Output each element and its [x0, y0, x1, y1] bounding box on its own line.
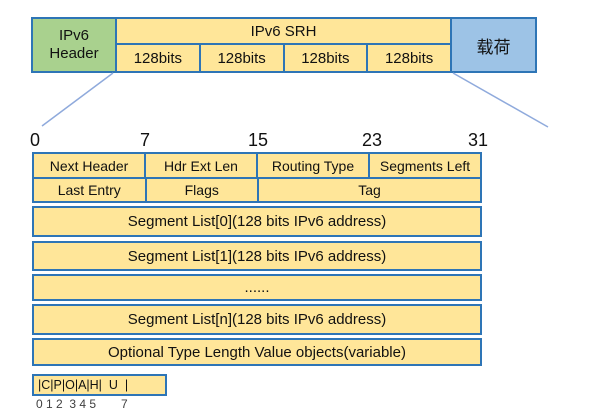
- packet-segment-ipv6-header: IPv6 Header: [33, 19, 117, 71]
- optional-tlv-row: Optional Type Length Value objects(varia…: [32, 338, 482, 366]
- srh-128bit-cells: 128bits 128bits 128bits 128bits: [117, 45, 450, 71]
- segment-list-ellipsis-row: ......: [32, 274, 482, 301]
- srh-cell-0: 128bits: [117, 45, 199, 71]
- ipv6-header-label-line1: IPv6: [58, 27, 89, 44]
- bit-tick-7: 7: [139, 130, 151, 150]
- srh-cell-1: 128bits: [198, 45, 283, 71]
- flags-bit-numbers-right: 7: [121, 397, 128, 411]
- field-routing-type: Routing Type: [256, 154, 368, 177]
- field-last-entry: Last Entry: [57, 182, 121, 198]
- field-row-1: Next Header Hdr Ext Len Routing Type Seg…: [32, 152, 482, 179]
- connector-line-right: [452, 72, 549, 128]
- bit-tick-31: 31: [467, 130, 489, 150]
- field-flags: Flags: [144, 179, 258, 201]
- field-row-2: Last Entry Flags Tag: [32, 177, 482, 203]
- packet-segment-srh: IPv6 SRH 128bits 128bits 128bits 128bits: [117, 19, 450, 71]
- connector-line-left: [41, 72, 114, 127]
- srh-cell-3: 128bits: [366, 45, 450, 71]
- field-hdr-ext-len: Hdr Ext Len: [144, 154, 256, 177]
- flags-bit-numbers: 0 1 2 3 4 5 7: [36, 397, 128, 411]
- packet-segment-payload: 载荷: [450, 19, 535, 71]
- segment-list-1-row: Segment List[1](128 bits IPv6 address): [32, 241, 482, 271]
- field-next-header: Next Header: [49, 157, 129, 174]
- srh-cell-2: 128bits: [282, 45, 367, 71]
- bit-tick-23: 23: [361, 130, 383, 150]
- field-segments-left: Segments Left: [368, 154, 480, 177]
- flags-bit-numbers-left: 0 1 2 3 4 5: [36, 397, 97, 411]
- bit-tick-15: 15: [247, 130, 269, 150]
- payload-label: 载荷: [476, 37, 511, 57]
- segment-list-n-row: Segment List[n](128 bits IPv6 address): [32, 304, 482, 335]
- packet-bar: IPv6 Header IPv6 SRH 128bits 128bits 128…: [31, 17, 537, 73]
- flags-bit-box: |C|P|O|A|H| U |: [32, 374, 167, 396]
- ipv6-header-label-line2: Header: [49, 45, 99, 62]
- bit-tick-0: 0: [29, 130, 41, 150]
- segment-list-0-row: Segment List[0](128 bits IPv6 address): [32, 206, 482, 237]
- field-tag: Tag: [257, 179, 480, 201]
- srh-title: IPv6 SRH: [117, 19, 450, 45]
